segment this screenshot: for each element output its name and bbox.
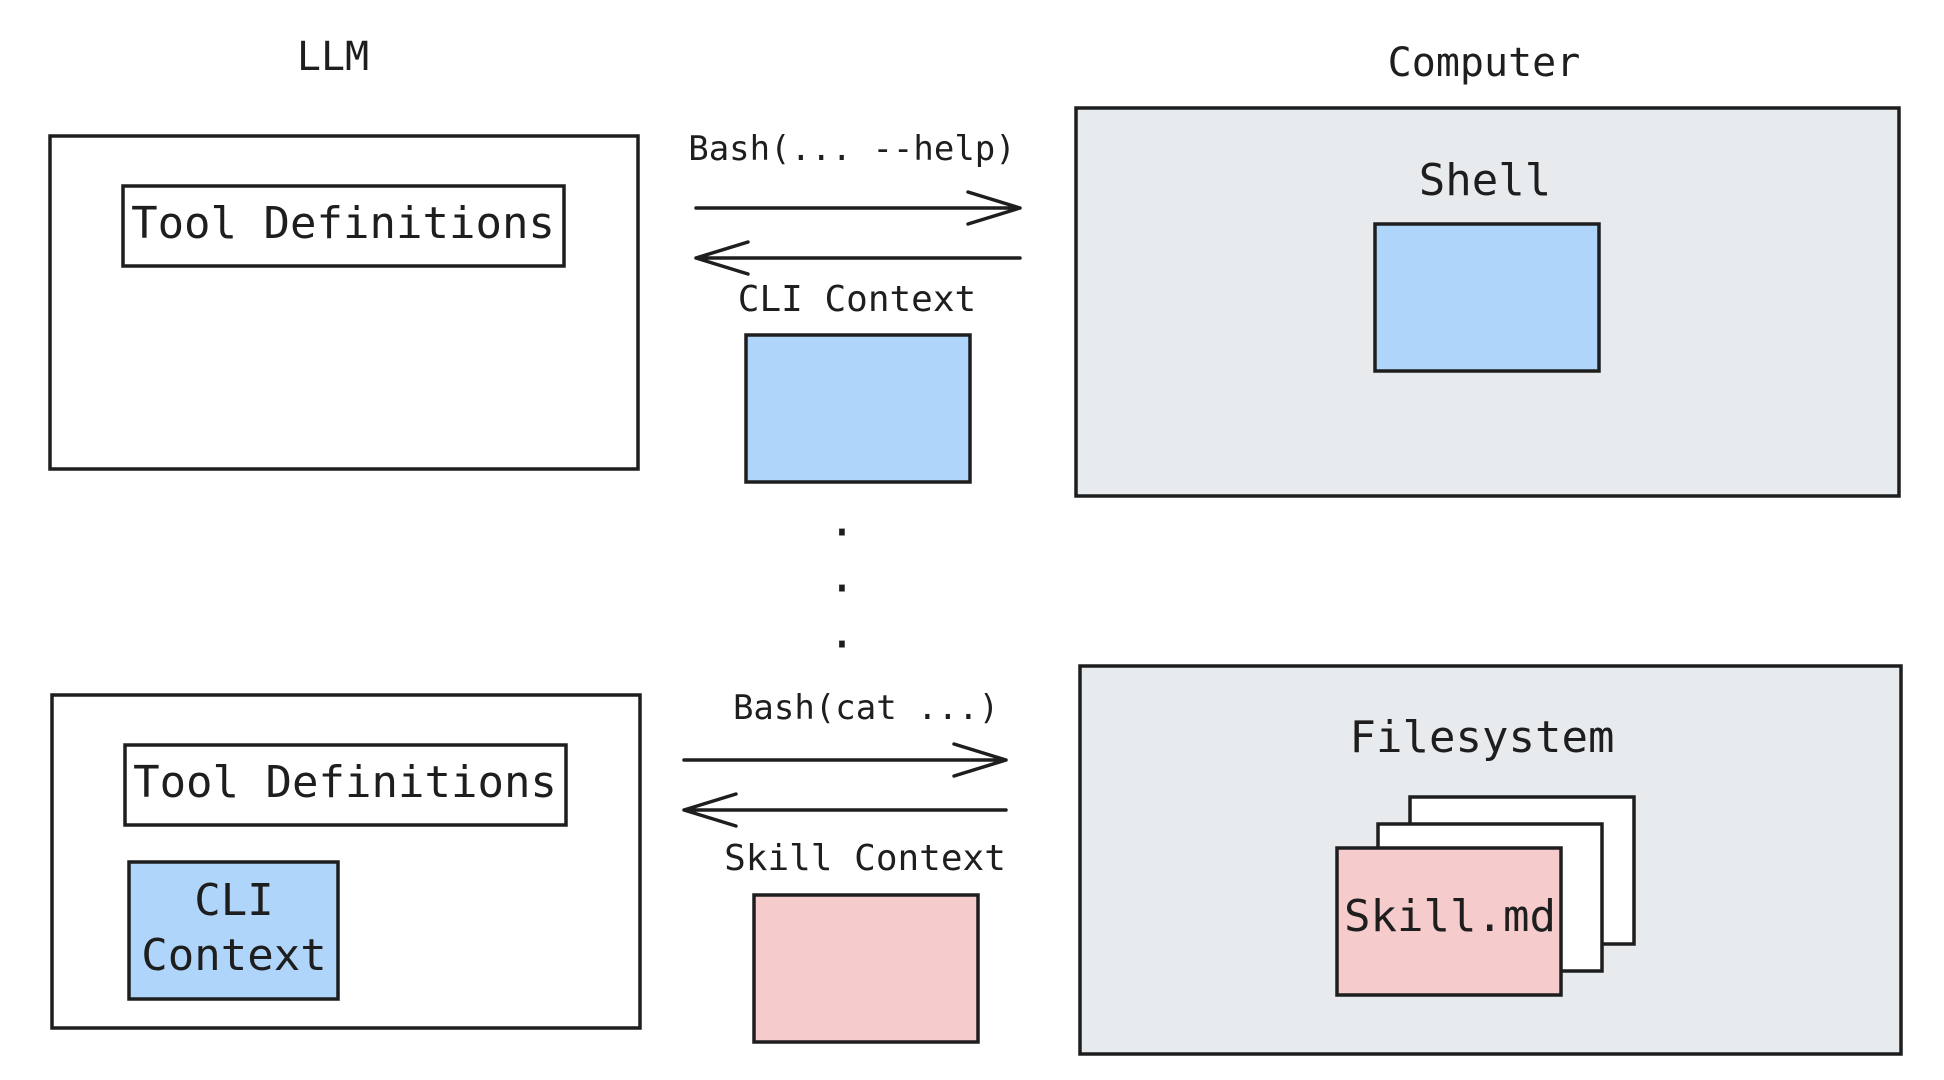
- tool-definitions-box-bottom: [123, 743, 568, 827]
- llm-heading: LLM: [297, 34, 369, 80]
- response-arrow-top: [694, 240, 1022, 276]
- computer-heading: Computer: [1388, 40, 1581, 86]
- tool-definitions-box-top: [121, 184, 566, 268]
- cli-context-in-llm-line2: Context: [141, 930, 326, 981]
- cli-context-box-in-llm: [127, 860, 340, 1001]
- cli-context-label: CLI Context: [738, 279, 976, 320]
- cli-context-in-llm-line1: CLI: [194, 875, 273, 926]
- ellipsis-dot: ·: [828, 505, 856, 559]
- response-arrow-bottom: [682, 792, 1008, 828]
- request-arrow-bottom: [682, 742, 1008, 778]
- bash-help-label: Bash(... --help): [688, 129, 1016, 169]
- skill-context-box: [752, 893, 980, 1044]
- skill-file-label: Skill.md: [1344, 891, 1556, 942]
- ellipsis-dot: ·: [828, 561, 856, 615]
- request-arrow-top: [694, 190, 1022, 226]
- tool-definitions-label-bottom: Tool Definitions: [133, 757, 557, 808]
- shell-label: Shell: [1419, 155, 1551, 206]
- filesystem-label: Filesystem: [1350, 712, 1615, 763]
- skill-context-label: Skill Context: [724, 838, 1006, 879]
- cli-context-box: [744, 333, 972, 484]
- tool-definitions-label-top: Tool Definitions: [131, 198, 555, 249]
- ellipsis-dot: ·: [828, 617, 856, 671]
- bash-cat-label: Bash(cat ...): [733, 688, 999, 728]
- skill-file-card: [1335, 846, 1563, 997]
- shell-box: [1373, 222, 1601, 373]
